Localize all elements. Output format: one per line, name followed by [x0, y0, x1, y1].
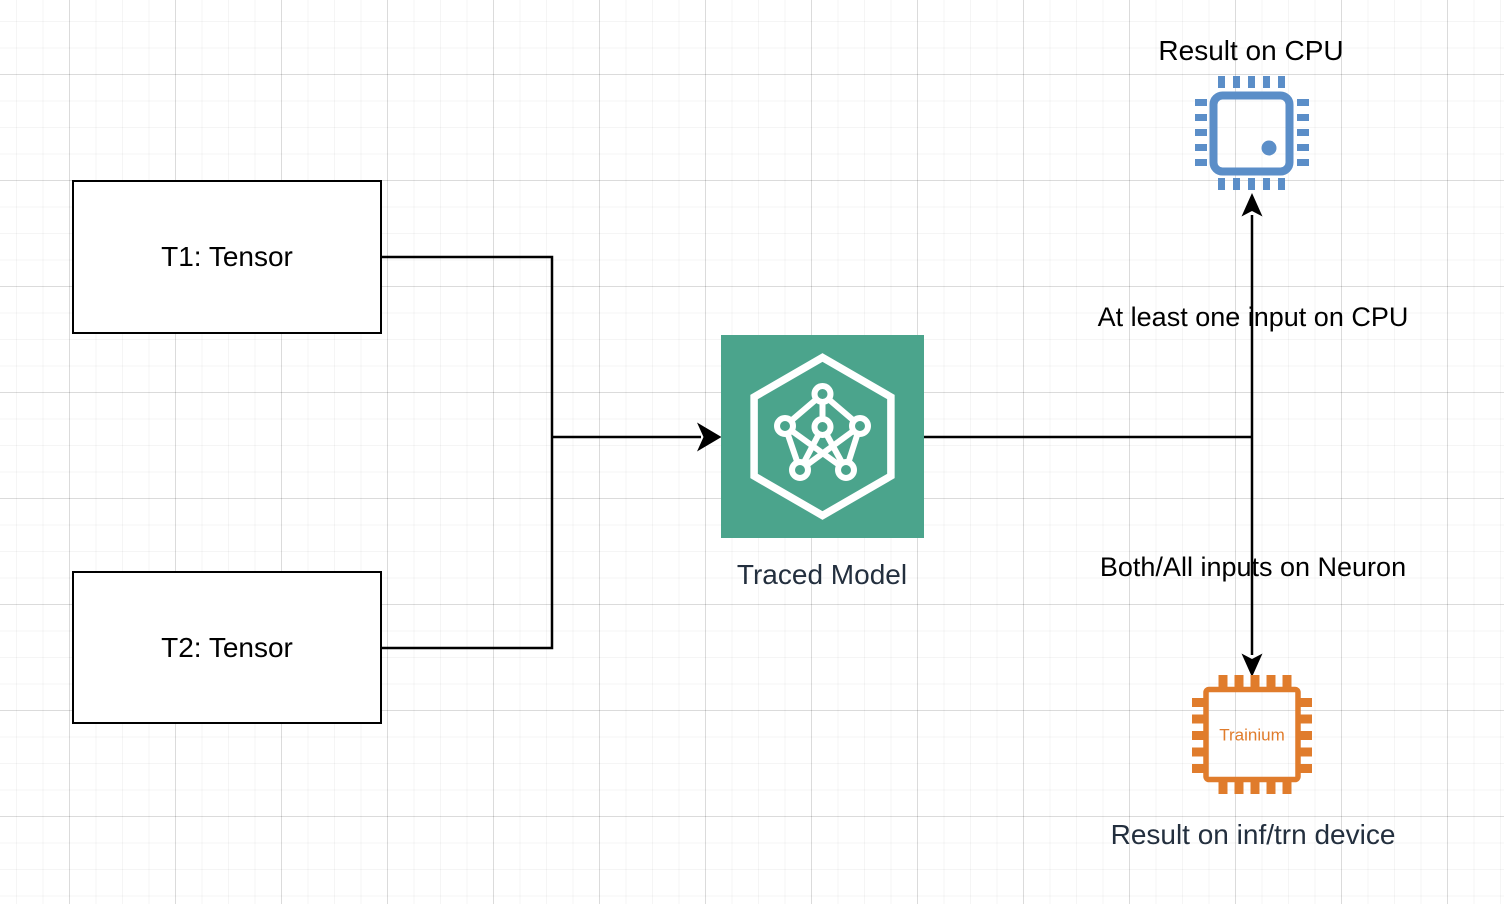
- neuron-branch-condition-label: Both/All inputs on Neuron: [1099, 552, 1407, 582]
- tensor-merge-connector: [382, 255, 554, 650]
- trainium-chip-glyph: Trainium: [1192, 675, 1312, 794]
- trainium-chip-icon: Trainium: [1189, 671, 1315, 797]
- neural-network-icon: [750, 353, 895, 520]
- cpu-branch-condition-label: At least one input on CPU: [1097, 302, 1409, 332]
- traced-model-label: Traced Model: [736, 559, 908, 590]
- t2-tensor-node: T2: Tensor: [72, 571, 382, 724]
- cpu-arrowhead-icon: [1241, 193, 1263, 217]
- result-on-cpu-label: Result on CPU: [1158, 35, 1344, 66]
- t1-tensor-label: T1: Tensor: [161, 241, 293, 272]
- trainium-chip-text: Trainium: [1219, 726, 1285, 745]
- t1-tensor-node: T1: Tensor: [72, 180, 382, 334]
- t2-tensor-label: T2: Tensor: [161, 631, 293, 663]
- traced-model-node: [721, 335, 924, 538]
- cpu-chip-glyph: [1195, 76, 1309, 190]
- cpu-chip-icon: [1190, 71, 1314, 195]
- model-input-arrowhead-icon: [697, 422, 722, 452]
- result-on-neuron-label: Result on inf/trn device: [1110, 819, 1396, 850]
- neuron-arrowhead-icon: [1241, 653, 1263, 677]
